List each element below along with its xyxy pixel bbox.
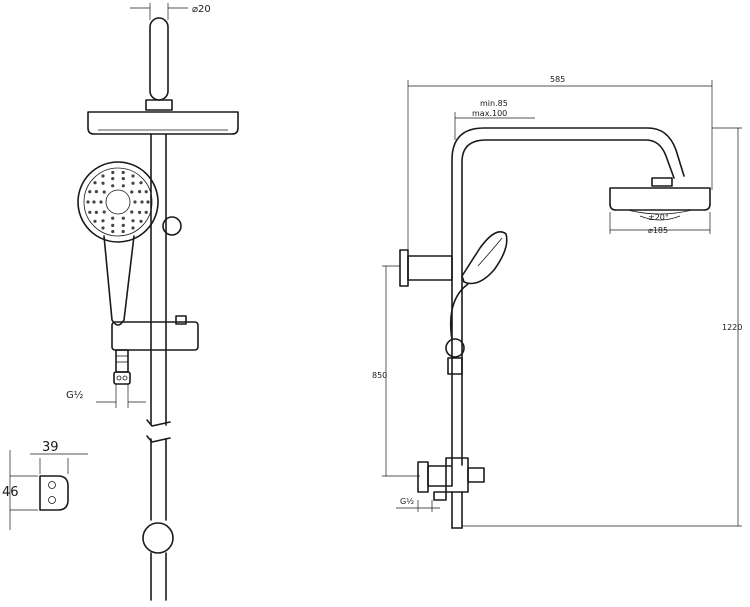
spray-nozzle — [88, 210, 92, 214]
side-head-diameter: ⌀185 — [648, 226, 668, 235]
spray-nozzle — [138, 190, 142, 194]
bracket-detail: 39 46 — [2, 440, 88, 530]
spray-nozzle — [111, 229, 115, 234]
bracket-height-dim: 46 — [2, 485, 19, 500]
side-tilt-angle: ±20° — [648, 213, 669, 222]
front-top-pipe — [149, 17, 169, 101]
spray-nozzle — [144, 210, 148, 214]
front-view: ⌀20 — [66, 3, 239, 601]
spray-nozzle — [111, 177, 115, 181]
spray-nozzle — [131, 219, 135, 223]
spray-nozzle — [121, 177, 125, 181]
side-arm-min: min.85 — [480, 99, 508, 108]
front-hand-shower-head — [77, 161, 159, 243]
side-lower-bracket — [427, 465, 453, 487]
side-inlet-nut — [433, 491, 447, 501]
side-head-connector — [651, 177, 673, 187]
side-riser-arm-outer — [451, 127, 685, 466]
side-lower-wall-plate — [417, 461, 429, 493]
spray-nozzle — [102, 190, 106, 194]
side-upper-bracket — [407, 255, 453, 281]
front-pipe-diameter: ⌀20 — [192, 4, 211, 15]
side-upper-wall-plate — [399, 249, 409, 287]
spray-nozzle — [121, 170, 125, 175]
side-arm-max: max.100 — [472, 109, 507, 118]
spray-nozzle — [99, 200, 103, 204]
front-inlet-thread: G½ — [66, 389, 84, 401]
spray-nozzle — [111, 170, 115, 175]
side-inlet-thread: G½ — [400, 497, 414, 506]
side-view: 585 min.85 max.100 ±20° ⌀185 — [372, 75, 742, 529]
front-holder-button — [175, 315, 187, 325]
front-hose-nut — [115, 349, 129, 373]
spray-nozzle — [144, 190, 148, 194]
spray-nozzle — [101, 181, 105, 185]
spray-nozzle — [130, 190, 134, 194]
spray-nozzle — [140, 200, 144, 204]
side-riser-arm-inner — [461, 139, 675, 466]
spray-nozzle — [121, 184, 125, 188]
spray-nozzle — [146, 200, 150, 204]
spray-nozzle — [121, 229, 125, 234]
bracket-body — [39, 475, 69, 511]
front-hand-shower-handle — [103, 235, 135, 326]
side-hose-nut — [447, 357, 463, 375]
side-diverter-body — [445, 457, 469, 493]
spray-nozzle — [139, 219, 143, 223]
side-diverter-knob — [467, 467, 485, 483]
side-hose-clip — [445, 338, 465, 358]
bracket-width-dim: 39 — [42, 440, 59, 455]
spray-nozzle — [131, 226, 135, 230]
spray-nozzle — [111, 223, 115, 227]
spray-nozzle — [86, 200, 90, 204]
spray-nozzle — [102, 210, 106, 214]
front-hook-ring — [162, 216, 182, 236]
spray-nozzle — [88, 190, 92, 194]
front-diverter-knob — [142, 522, 174, 554]
spray-nozzle — [93, 181, 97, 185]
spray-nozzle — [130, 210, 134, 214]
spray-nozzle — [138, 210, 142, 214]
spray-nozzle — [93, 219, 97, 223]
spray-nozzle — [111, 216, 115, 220]
side-mount-spacing: 850 — [372, 371, 387, 380]
side-total-height: 1220 — [722, 323, 742, 332]
side-total-width: 585 — [550, 75, 565, 84]
side-overhead-shower — [609, 187, 711, 211]
spray-nozzle — [139, 181, 143, 185]
spray-nozzle — [131, 181, 135, 185]
front-spray-nozzles — [86, 170, 150, 234]
spray-nozzle — [121, 223, 125, 227]
side-hand-shower — [461, 231, 508, 285]
side-hose — [449, 283, 469, 341]
spray-nozzle — [101, 174, 105, 178]
front-connector — [145, 99, 173, 111]
spray-nozzle — [133, 200, 137, 204]
spray-nozzle — [94, 190, 98, 194]
spray-nozzle — [101, 226, 105, 230]
spray-nozzle — [101, 219, 105, 223]
spray-nozzle — [111, 184, 115, 188]
front-slide-holder — [111, 321, 199, 351]
spray-nozzle — [94, 210, 98, 214]
front-overhead-shower — [87, 111, 239, 135]
spray-nozzle — [121, 216, 125, 220]
spray-nozzle — [131, 174, 135, 178]
spray-nozzle — [92, 200, 96, 204]
